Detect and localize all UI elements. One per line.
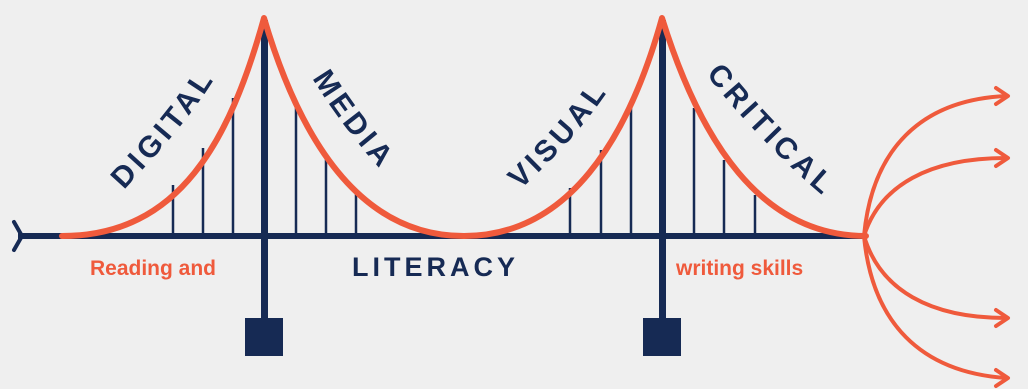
tower-left xyxy=(245,20,283,356)
suspension-cable xyxy=(59,15,869,239)
arrow-3 xyxy=(862,234,1008,320)
arrow-2 xyxy=(862,156,1008,238)
label-literacy: LITERACY xyxy=(352,252,519,282)
label-media: MEDIA xyxy=(306,64,402,176)
hangers-left xyxy=(171,98,358,236)
label-visual: VISUAL xyxy=(502,75,614,195)
arrow-1 xyxy=(862,94,1008,238)
label-reading: Reading and xyxy=(90,257,216,280)
arrow-4 xyxy=(862,234,1008,380)
hangers-right xyxy=(568,102,757,236)
label-critical: CRITICAL xyxy=(700,58,842,203)
outgoing-arrows xyxy=(862,86,1010,388)
tower-right xyxy=(643,20,681,356)
label-writing: writing skills xyxy=(675,257,803,280)
